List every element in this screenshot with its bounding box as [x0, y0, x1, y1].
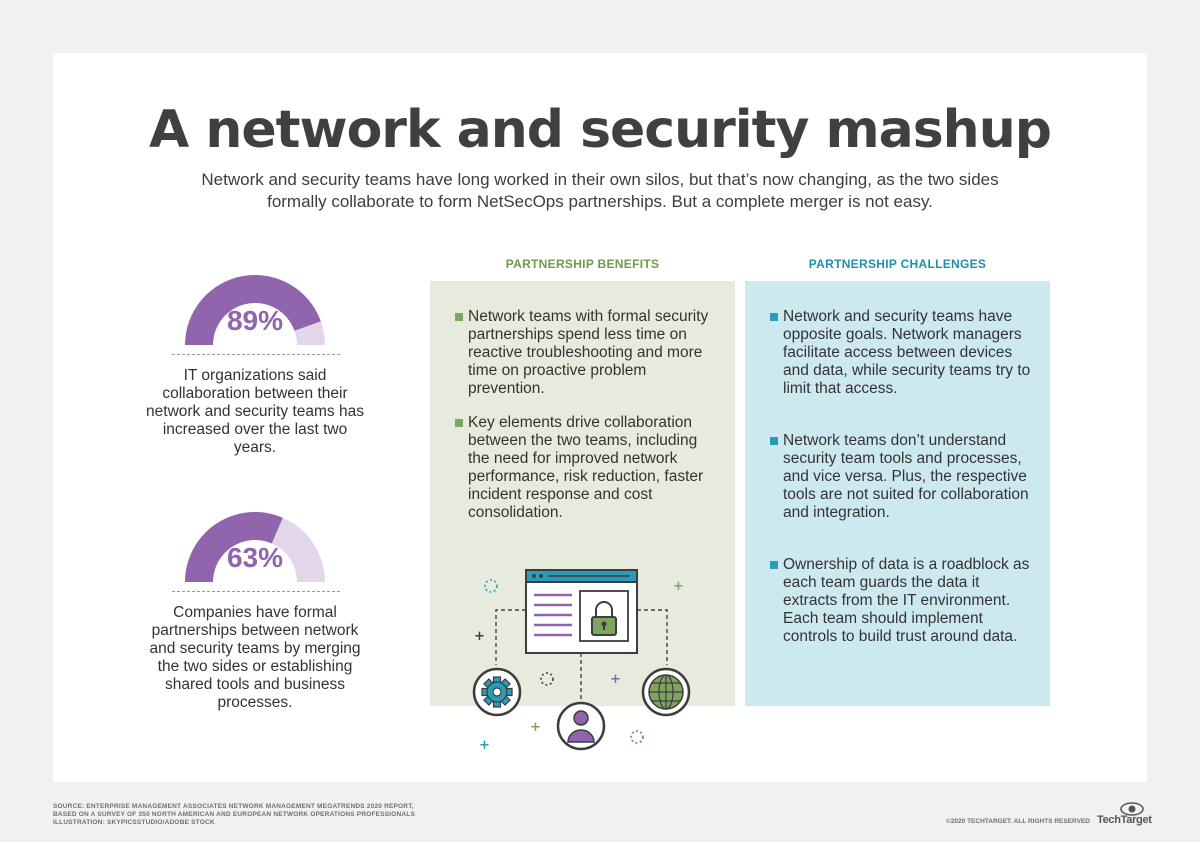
- challenges-panel: Network and security teams have opposite…: [745, 281, 1050, 706]
- benefits-panel: Network teams with formal security partn…: [430, 281, 735, 706]
- benefit-item: Network teams with formal security partn…: [455, 308, 718, 398]
- benefit-text: Network teams with formal security partn…: [468, 308, 709, 397]
- copyright: ©2020 TECHTARGET. ALL RIGHTS RESERVED: [946, 818, 1090, 825]
- source-note: SOURCE: ENTERPRISE MANAGEMENT ASSOCIATES…: [53, 803, 415, 827]
- source-line: SOURCE: ENTERPRISE MANAGEMENT ASSOCIATES…: [53, 803, 414, 810]
- gauge-fill: [185, 512, 283, 582]
- stat-value: 63%: [226, 542, 284, 573]
- challenge-item: Ownership of data is a roadblock as each…: [770, 556, 1033, 646]
- bullet-square-icon: [770, 437, 778, 445]
- challenge-item: Network teams don’t understand security …: [770, 432, 1033, 522]
- svg-text:+: +: [673, 579, 684, 594]
- network-illustration: + + + + +: [472, 569, 691, 753]
- connector-lines: [495, 609, 668, 705]
- svg-text:+: +: [474, 629, 485, 644]
- gauge-chart-1: [185, 275, 325, 345]
- bullet-square-icon: [455, 313, 463, 321]
- bullet-square-icon: [770, 313, 778, 321]
- svg-text:+: +: [479, 738, 490, 753]
- techtarget-logo: TechTarget: [1097, 801, 1152, 829]
- illustration-credit: ILLUSTRATION: SKYPICSSTUDIO/ADOBE STOCK: [53, 819, 215, 826]
- svg-text:+: +: [530, 720, 541, 735]
- stat-description: Companies have formal partnerships betwe…: [149, 604, 361, 711]
- gear-icon: [472, 667, 522, 717]
- challenges-heading: PARTNERSHIP CHALLENGES: [808, 257, 987, 271]
- gauge-chart-2: [185, 512, 325, 582]
- padlock-icon: [591, 601, 617, 636]
- text-lines: [534, 593, 572, 637]
- globe-icon: [641, 667, 691, 717]
- plus-icon: + + + + +: [474, 579, 684, 753]
- brand-name: TechTarget: [1097, 814, 1152, 826]
- page-subtitle: Network and security teams have long wor…: [201, 170, 999, 211]
- stat-block-2: 63% Companies have formal partnerships b…: [140, 492, 370, 722]
- stat-value: 89%: [226, 305, 284, 336]
- page-title: A network and security mashup: [149, 100, 1052, 160]
- challenge-text: Network teams don’t understand security …: [783, 432, 1029, 521]
- challenge-text: Ownership of data is a roadblock as each…: [783, 556, 1030, 645]
- eye-icon: [1120, 802, 1144, 816]
- stat-block-1: 89% IT organizations said collaboration …: [140, 255, 370, 465]
- benefit-text: Key elements drive collaboration between…: [468, 414, 704, 521]
- browser-window-icon: [525, 569, 638, 654]
- source-line: BASED ON A SURVEY OF 350 NORTH AMERICAN …: [53, 811, 416, 818]
- bullet-square-icon: [770, 561, 778, 569]
- benefits-heading: PARTNERSHIP BENEFITS: [505, 257, 660, 271]
- user-icon: [556, 701, 606, 751]
- bullet-square-icon: [455, 419, 463, 427]
- stat-description: IT organizations said collaboration betw…: [146, 367, 364, 456]
- gauge-fill: [185, 275, 321, 345]
- benefit-item: Key elements drive collaboration between…: [455, 414, 718, 522]
- dotted-circle-icon: [484, 579, 644, 744]
- challenge-text: Network and security teams have opposite…: [783, 308, 1031, 397]
- divider: [172, 591, 340, 592]
- divider: [172, 354, 340, 355]
- svg-text:+: +: [610, 672, 621, 687]
- challenge-item: Network and security teams have opposite…: [770, 308, 1033, 398]
